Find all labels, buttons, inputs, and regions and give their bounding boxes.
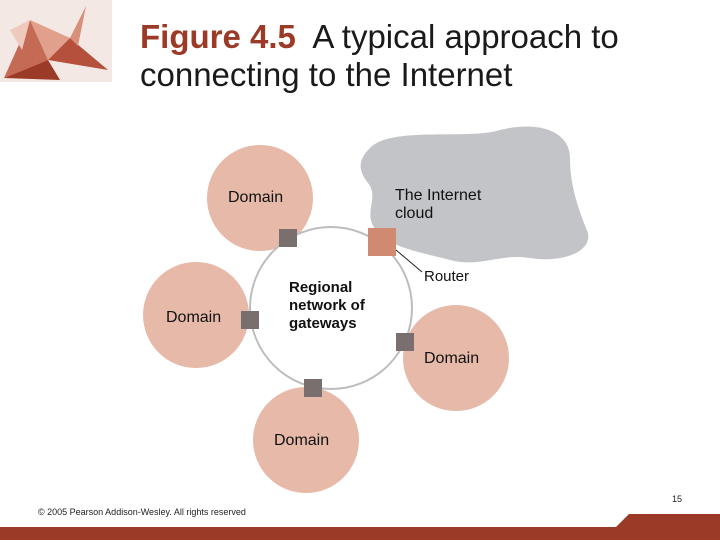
gateway-left (241, 311, 259, 329)
regional-network-ring (249, 226, 413, 390)
gateway-top-left (279, 229, 297, 247)
gateway-bottom (304, 379, 322, 397)
domain-label-right: Domain (424, 350, 479, 367)
page-title: Figure 4.5 A typical approach to connect… (140, 18, 700, 94)
cloud-label-line1: The Internet (395, 187, 482, 204)
copyright-notice: © 2005 Pearson Addison-Wesley. All right… (38, 507, 246, 517)
domain-circle-top-left (207, 145, 313, 251)
domain-label-top-left: Domain (228, 189, 283, 206)
footer-accent-bar (0, 527, 720, 540)
gateway-right (396, 333, 414, 351)
footer-accent-tab (615, 514, 720, 528)
page-number: 15 (672, 494, 683, 504)
domain-circle-bottom (253, 387, 359, 493)
domain-label-left: Domain (166, 309, 221, 326)
domain-label-bottom: Domain (274, 432, 329, 449)
center-label-line2: network of (289, 297, 366, 314)
internet-cloud (360, 126, 589, 263)
domain-circle-left (143, 262, 249, 368)
domain-circle-right (403, 305, 509, 411)
router (368, 228, 396, 256)
center-label-line1: Regional (289, 279, 352, 296)
router-label: Router (424, 268, 469, 285)
figure-caption: A typical approach to connecting to the … (140, 18, 619, 93)
router-pointer-line (395, 249, 423, 273)
network-diagram: The Internet cloud Router Regional netwo… (143, 126, 589, 493)
cloud-label-line2: cloud (395, 205, 433, 222)
paper-crane-logo (0, 0, 112, 82)
figure-number: Figure 4.5 (140, 18, 296, 55)
center-label-line3: gateways (289, 315, 357, 332)
